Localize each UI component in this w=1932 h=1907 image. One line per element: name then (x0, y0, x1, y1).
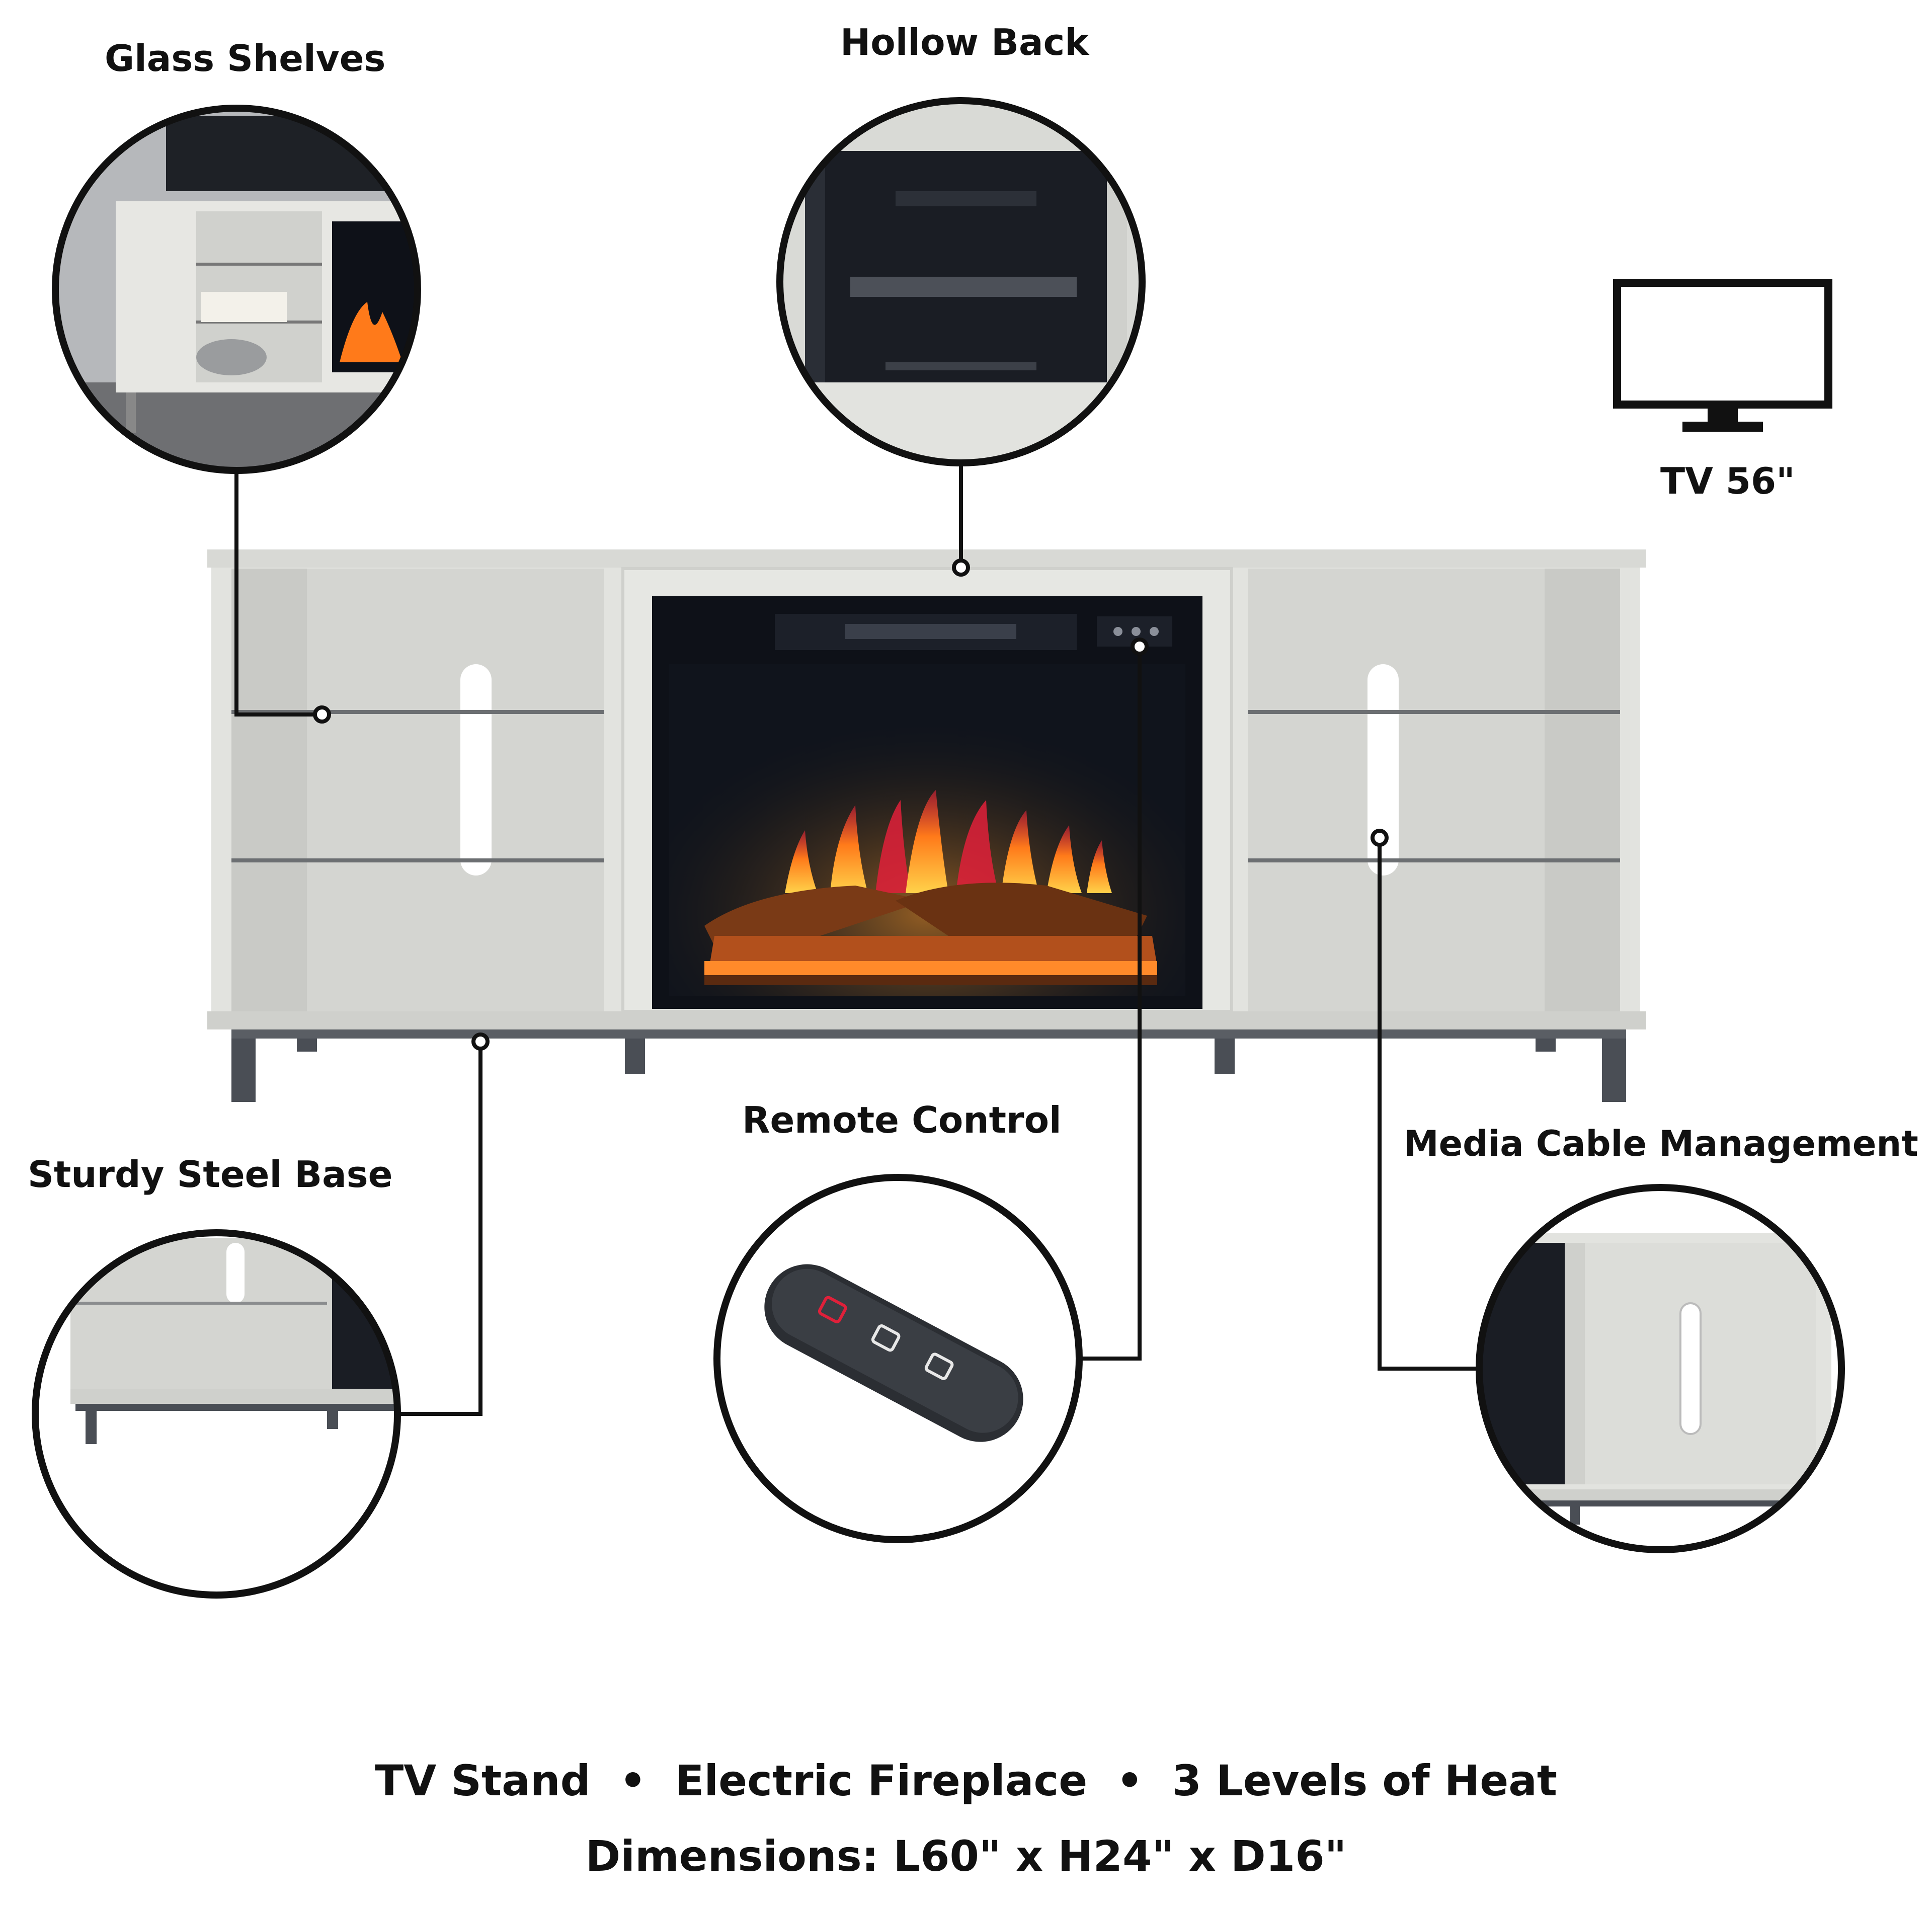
glass-shelves-detail (52, 105, 421, 474)
label-media-cable-management: Media Cable Management (1404, 1123, 1918, 1164)
cable-slot (1367, 664, 1399, 876)
leader-glass-shelves (234, 470, 322, 717)
steel-leg (231, 1031, 256, 1102)
label-glass-shelves: Glass Shelves (105, 37, 386, 80)
label-hollow-back: Hollow Back (840, 21, 1089, 63)
label-remote-control: Remote Control (742, 1099, 1062, 1141)
feature-electric-fireplace: Electric Fireplace (675, 1756, 1088, 1805)
leader-cable-management (1378, 838, 1479, 1371)
cable-slot (460, 664, 492, 876)
feature-heat-levels: 3 Levels of Heat (1172, 1756, 1558, 1805)
logs (704, 883, 1157, 985)
remote-control-icon (764, 1264, 1023, 1442)
tv-stand (207, 549, 1646, 1102)
steel-base-detail (32, 1229, 401, 1599)
feature-line: TV Stand • Electric Fireplace • 3 Levels… (0, 1756, 1932, 1805)
flames (785, 790, 1112, 893)
leader-endpoints (313, 559, 1389, 1051)
steel-leg (1602, 1031, 1626, 1102)
cable-management-detail (1476, 1184, 1845, 1553)
label-tv-size: TV 56" (1660, 460, 1795, 502)
cabinet-bottom (207, 1011, 1646, 1029)
feature-separator: • (1116, 1756, 1144, 1805)
feature-separator: • (619, 1756, 647, 1805)
cabinet-top (207, 549, 1646, 568)
leader-remote-control (1079, 647, 1142, 1361)
leader-lines (234, 463, 1479, 1416)
hollow-back-detail (776, 97, 1146, 466)
feature-tv-stand: TV Stand (374, 1756, 591, 1805)
dimensions-line: Dimensions: L60" x H24" x D16" (585, 1832, 1347, 1881)
leader-steel-base (397, 1042, 482, 1416)
label-sturdy-steel-base: Sturdy Steel Base (28, 1153, 393, 1196)
tv-icon (1613, 279, 1832, 432)
remote-control-detail (713, 1174, 1083, 1543)
